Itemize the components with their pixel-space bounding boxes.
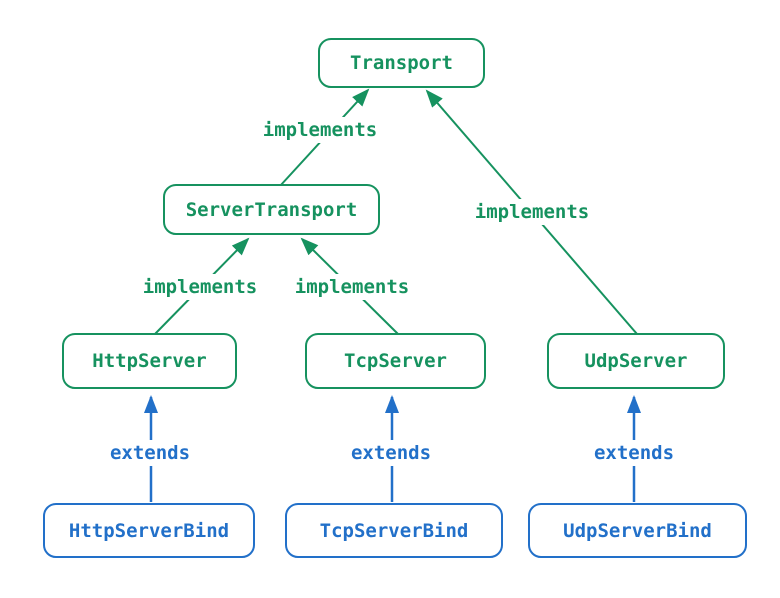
edge-label-implements-httpserver: implements (135, 274, 265, 300)
node-http-server-bind: HttpServerBind (43, 503, 255, 558)
node-label: HttpServer (92, 350, 207, 372)
node-label: ServerTransport (185, 198, 358, 221)
edge-label-extends-tcp: extends (343, 440, 439, 466)
node-label: TcpServer (344, 350, 447, 372)
node-label: Transport (350, 52, 453, 74)
edge-label-extends-udp: extends (586, 440, 682, 466)
node-server-transport: ServerTransport (163, 184, 380, 235)
node-label: TcpServerBind (319, 519, 469, 542)
node-label: UdpServerBind (563, 519, 712, 542)
node-http-server: HttpServer (62, 333, 237, 389)
node-udp-server: UdpServer (547, 333, 725, 389)
edge-label-implements-servertransport: implements (255, 117, 385, 143)
node-tcp-server-bind: TcpServerBind (285, 503, 503, 558)
node-udp-server-bind: UdpServerBind (528, 503, 747, 558)
node-transport: Transport (318, 38, 485, 88)
node-tcp-server: TcpServer (305, 333, 486, 389)
edge-label-extends-http: extends (102, 440, 198, 466)
edge-label-implements-tcpserver: implements (287, 274, 417, 300)
edge-label-implements-udpserver: implements (467, 199, 597, 225)
node-label: HttpServerBind (68, 519, 230, 542)
node-label: UdpServer (584, 350, 688, 372)
